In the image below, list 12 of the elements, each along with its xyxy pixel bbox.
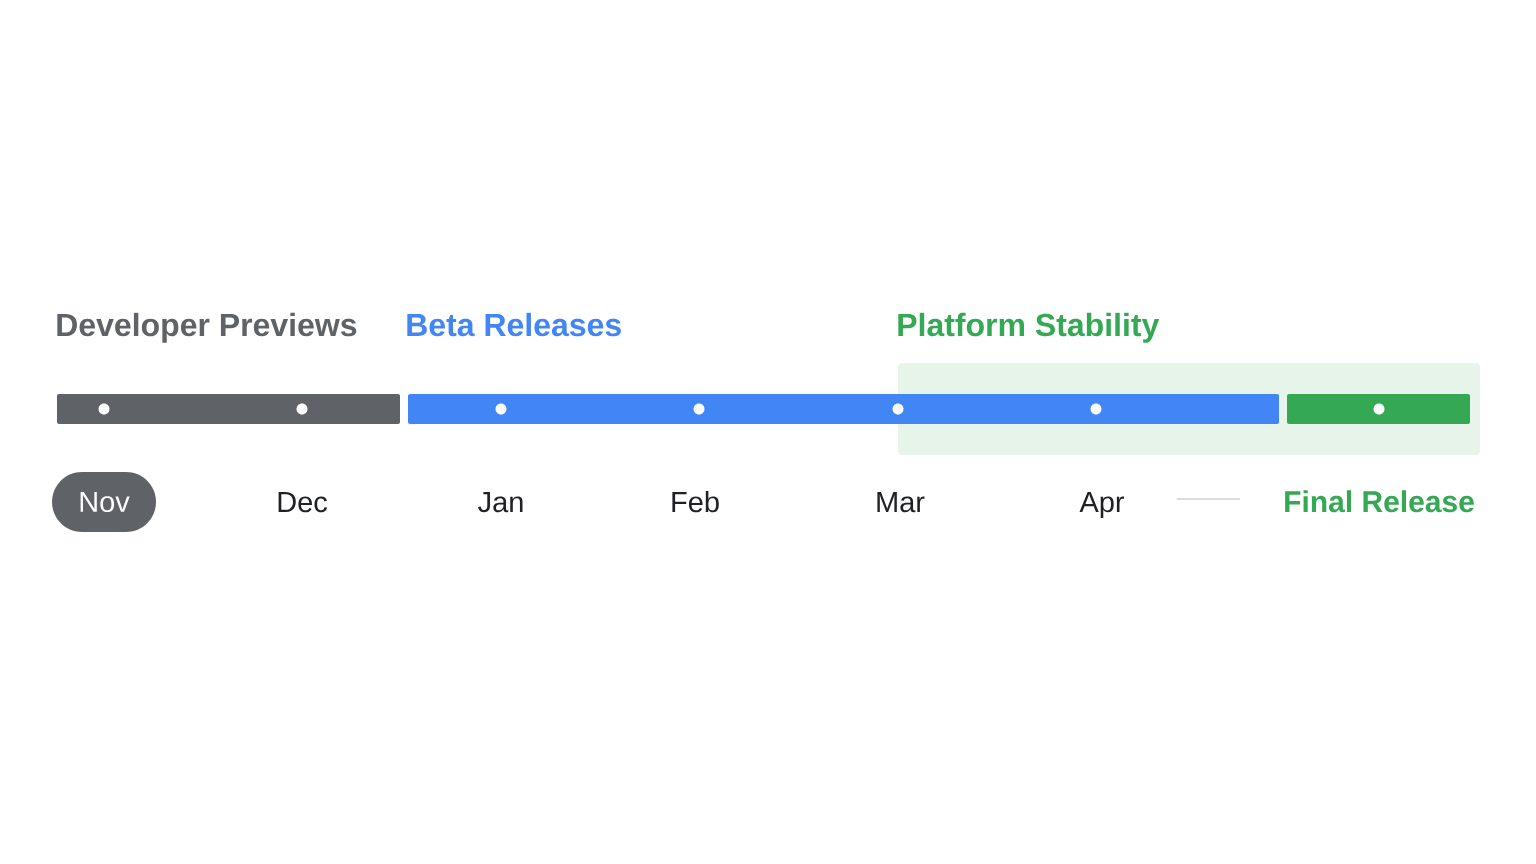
timeline-bar [1287,394,1470,424]
connector-line [1175,498,1241,500]
month-label: Apr [1079,492,1125,518]
milestone-label: Final Release [1285,490,1474,513]
month-pill: Nov [52,472,156,532]
heading: Platform Stability [898,312,1160,343]
month-label: Feb [672,491,719,513]
month-label: Mar [877,492,925,513]
heading: Developer Previews [57,312,357,343]
month-label: Dec [278,492,328,513]
heading: Beta Releases [407,312,621,337]
month-label: Jan [478,492,523,513]
